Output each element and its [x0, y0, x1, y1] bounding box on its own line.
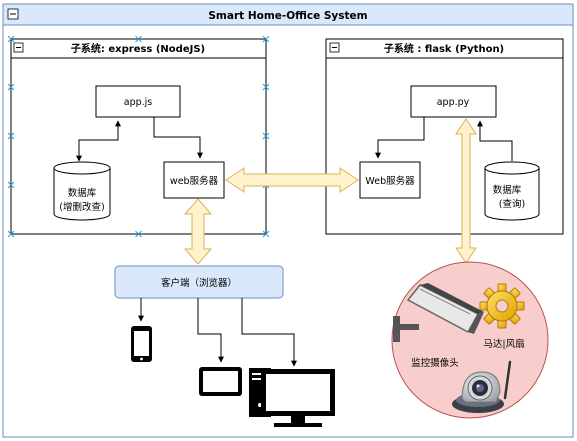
web-server-right-node[interactable]: Web服务器 — [359, 161, 421, 199]
phone-icon — [131, 326, 152, 362]
gear-icon — [479, 283, 525, 329]
app-py-node[interactable]: app.py — [410, 85, 497, 118]
subsystem-express[interactable]: 子系统: express (NodeJS) — [7, 35, 270, 238]
app-js-label: app.js — [124, 97, 153, 108]
web-to-web-double-arrow — [225, 167, 359, 193]
app-js-node[interactable]: app.js — [95, 85, 181, 118]
connector-app-js-web — [153, 117, 203, 159]
web-server-left-label: web服务器 — [170, 175, 219, 187]
connector-db-app-py — [477, 120, 513, 161]
app-py-label: app.py — [437, 97, 470, 108]
database-left-line2: (增删改查) — [59, 201, 104, 213]
expand-icon[interactable] — [329, 42, 340, 53]
connector-app-py-web — [375, 117, 425, 159]
web-server-left-node[interactable]: web服务器 — [163, 161, 225, 199]
database-right-line1: 数据库 — [493, 184, 522, 196]
client-browser-node[interactable]: 客户端（浏览器） — [114, 265, 284, 299]
database-right[interactable]: 数据库 (查询) — [484, 161, 540, 221]
web-server-right-label: Web服务器 — [365, 175, 415, 187]
expand-icon[interactable] — [7, 8, 19, 20]
web-to-client-double-arrow — [183, 198, 213, 265]
connector-client-tablet — [197, 298, 224, 363]
motor-fan-label: 马达|风扇 — [483, 338, 524, 350]
desktop-pc-icon — [249, 368, 335, 427]
subsystem-title: 子系统 : flask (Python) — [384, 42, 504, 55]
system-title-bar — [2, 3, 574, 26]
security-camera-icon — [393, 283, 484, 342]
connector-db-app-js — [76, 120, 121, 162]
system-title: Smart Home-Office System — [208, 10, 367, 22]
database-right-line2: (查询) — [499, 198, 525, 210]
database-left-line1: 数据库 — [68, 187, 97, 199]
ip-camera-icon — [452, 360, 512, 413]
camera-label: 监控摄像头 — [411, 357, 459, 369]
tablet-icon — [199, 367, 242, 396]
connector-client-desktop — [241, 298, 297, 367]
database-left[interactable]: 数据库 (增删改查) — [53, 161, 111, 221]
subsystem-title: 子系统: express (NodeJS) — [71, 42, 205, 55]
client-label: 客户端（浏览器） — [161, 277, 237, 289]
expand-icon[interactable] — [13, 42, 24, 53]
